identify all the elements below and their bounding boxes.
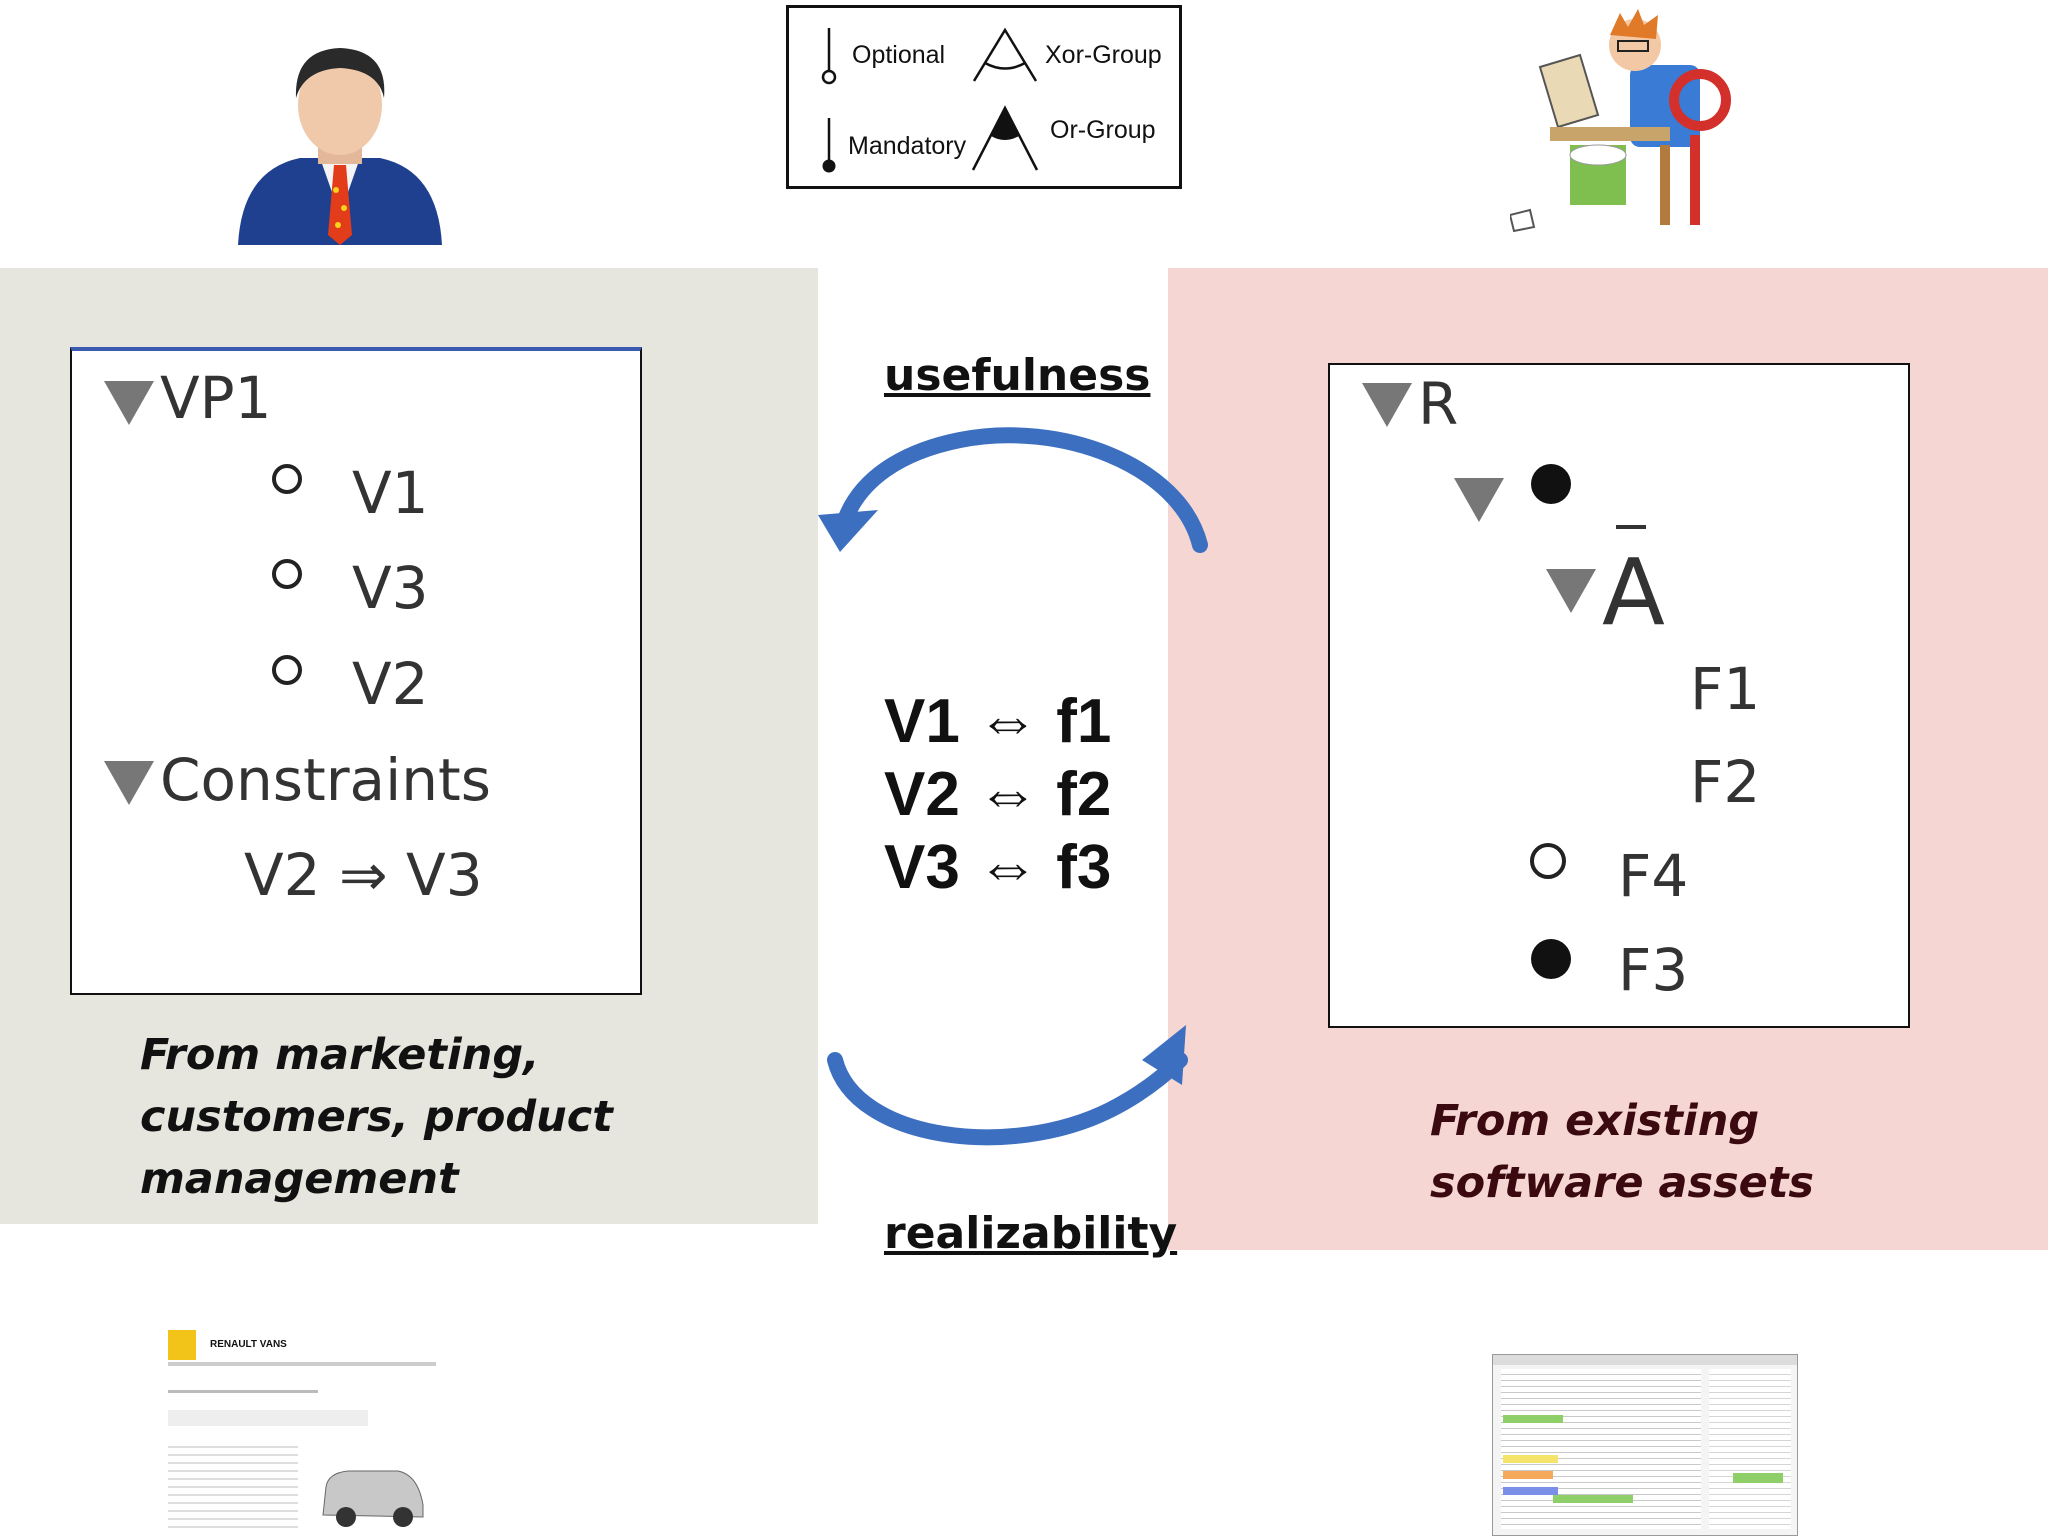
tree-root-r: R bbox=[1418, 370, 1459, 438]
developer-icon bbox=[1510, 9, 1731, 233]
thumbnail-line bbox=[168, 1390, 318, 1393]
mapping-v1-f1: V1 ⇔ f1 bbox=[884, 687, 1112, 756]
ide-code-editor bbox=[1501, 1369, 1701, 1529]
ide-tab-bar bbox=[1493, 1355, 1797, 1365]
ide-outline-panel bbox=[1709, 1369, 1791, 1529]
ide-highlight bbox=[1503, 1487, 1558, 1495]
mapping-list: V1 ⇔ f1 V2 ⇔ f2 V3 ⇔ f3 bbox=[884, 685, 1111, 904]
right-caption: From existing software assets bbox=[1430, 1090, 1814, 1214]
mandatory-marker-icon bbox=[1531, 464, 1571, 504]
tree-item-f4: F4 bbox=[1618, 842, 1689, 910]
constraints-heading: Constraints bbox=[160, 746, 491, 814]
feature-tree-box: R A F1 F2 F4 F3 bbox=[1328, 363, 1910, 1028]
left-caption: From marketing, customers, product manag… bbox=[140, 1024, 613, 1210]
mapping-v2-f2: V2 ⇔ f2 bbox=[884, 760, 1112, 829]
tree-item-v1: V1 bbox=[352, 459, 429, 527]
tree-item-v3: V3 bbox=[352, 554, 429, 622]
renault-website-thumbnail: RENAULT VANS bbox=[168, 1330, 436, 1530]
renault-brand-label: RENAULT VANS bbox=[210, 1339, 287, 1350]
ide-screenshot-thumbnail bbox=[1492, 1354, 1798, 1536]
ide-highlight bbox=[1553, 1495, 1633, 1503]
optional-marker-icon bbox=[272, 655, 302, 685]
thumbnail-tabs bbox=[168, 1410, 368, 1426]
businessman-icon bbox=[238, 48, 442, 245]
legend-optional-label: Optional bbox=[852, 41, 946, 69]
usefulness-label: usefulness bbox=[884, 350, 1151, 401]
xor-group-a: A bbox=[1602, 539, 1665, 646]
constraint-rule: V2 ⇒ V3 bbox=[244, 841, 483, 909]
left-caption-line: customers, product bbox=[140, 1092, 613, 1142]
van-image-icon bbox=[322, 1470, 424, 1527]
right-caption-line: From existing bbox=[1430, 1096, 1760, 1146]
cycle-arrows-icon bbox=[818, 427, 1208, 1146]
tree-item-f3: F3 bbox=[1618, 936, 1689, 1004]
optional-marker-icon bbox=[272, 559, 302, 589]
legend-symbols-icon bbox=[821, 27, 1039, 173]
expand-triangle-icon[interactable] bbox=[1454, 478, 1504, 522]
ide-highlight bbox=[1733, 1473, 1783, 1483]
optional-marker-icon bbox=[272, 464, 302, 494]
thumbnail-nav-bar bbox=[168, 1362, 436, 1366]
ide-highlight bbox=[1503, 1415, 1563, 1423]
mandatory-marker-icon bbox=[1531, 939, 1571, 979]
tree-root-vp1: VP1 bbox=[160, 364, 272, 432]
optional-marker-icon bbox=[1530, 843, 1566, 879]
legend-mandatory-label: Mandatory bbox=[848, 132, 967, 160]
legend-box: Optional Mandatory Xor-Group Or-Group bbox=[786, 5, 1182, 189]
ide-highlight bbox=[1503, 1455, 1558, 1463]
right-caption-line: software assets bbox=[1430, 1158, 1814, 1208]
expand-triangle-icon[interactable] bbox=[104, 381, 154, 425]
tree-item-f1: F1 bbox=[1690, 655, 1761, 723]
expand-triangle-icon[interactable] bbox=[1362, 383, 1412, 427]
thumbnail-options-list bbox=[168, 1440, 298, 1530]
left-caption-line: management bbox=[140, 1154, 459, 1204]
legend-xor-label: Xor-Group bbox=[1045, 41, 1162, 69]
realizability-label: realizability bbox=[884, 1208, 1178, 1259]
expand-triangle-icon[interactable] bbox=[104, 761, 154, 805]
ide-highlight bbox=[1503, 1471, 1553, 1479]
tree-item-f2: F2 bbox=[1690, 748, 1761, 816]
variability-tree-box: VP1 V1 V3 V2 Constraints V2 ⇒ V3 bbox=[70, 347, 642, 995]
expand-triangle-icon[interactable] bbox=[1546, 569, 1596, 613]
renault-logo-icon bbox=[168, 1330, 196, 1360]
legend-or-label: Or-Group bbox=[1050, 116, 1156, 144]
mapping-v3-f3: V3 ⇔ f3 bbox=[884, 833, 1112, 902]
left-caption-line: From marketing, bbox=[140, 1030, 540, 1080]
group-overbar bbox=[1616, 525, 1646, 529]
tree-item-v2: V2 bbox=[352, 650, 429, 718]
